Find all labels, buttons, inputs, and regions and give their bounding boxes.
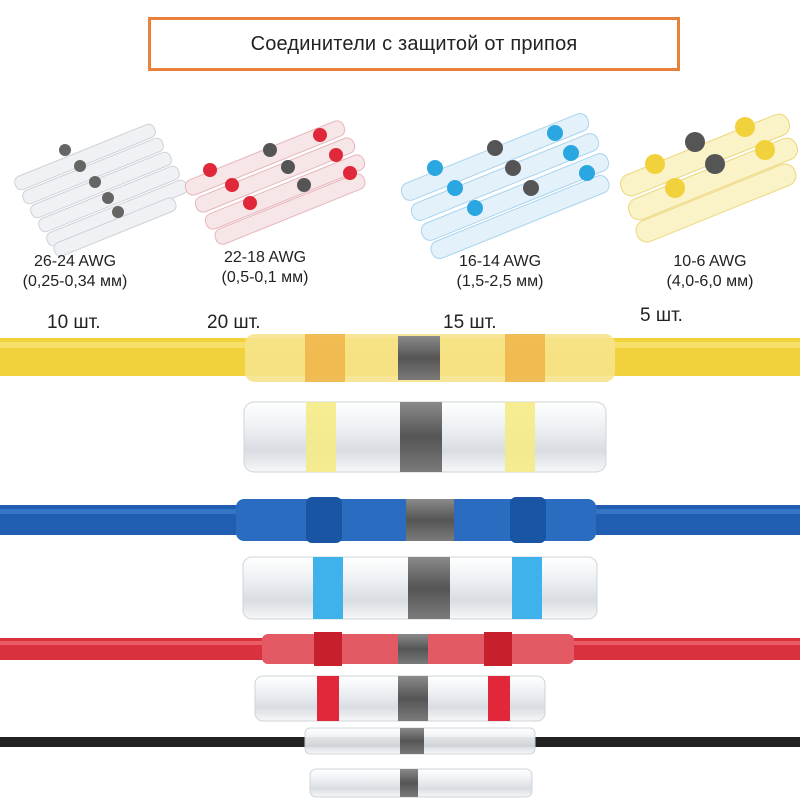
connector-red-rings (254, 675, 546, 722)
pack-3-count: 15 шт. (443, 312, 497, 333)
pack-1-awg: 26-24 AWG (33, 253, 117, 270)
title-box: Соединители с защитой от припоя (148, 17, 680, 71)
pack-3-mm: (1,5-2,5 мм) (456, 273, 544, 290)
red-wire-with-connector (0, 632, 800, 666)
pack-3-size-label: 16-14 AWG (1,5-2,5 мм) (415, 252, 585, 292)
pack-2-size-label: 22-18 AWG (0,5-0,1 мм) (180, 248, 350, 288)
pack-3-awg: 16-14 AWG (458, 253, 542, 270)
black-wire-with-connector (0, 727, 800, 755)
pack-2-awg: 22-18 AWG (223, 249, 307, 266)
pack-blue-connectors (400, 113, 610, 260)
pack-4-count: 5 шт. (640, 305, 683, 326)
pack-2-count: 20 шт. (207, 312, 261, 333)
connector-yellow-rings (243, 401, 607, 473)
pack-4-mm: (4,0-6,0 мм) (666, 273, 754, 290)
pack-1-count: 10 шт. (47, 312, 101, 333)
pack-yellow-connectors (619, 113, 799, 243)
pack-clear-connectors (14, 123, 188, 257)
pack-red-connectors (184, 120, 366, 245)
blue-wire-with-connector (0, 497, 800, 543)
pack-4-size-label: 10-6 AWG (4,0-6,0 мм) (630, 252, 790, 292)
pack-2-mm: (0,5-0,1 мм) (221, 269, 309, 286)
connector-clear-small (309, 768, 533, 798)
pack-1-size-label: 26-24 AWG (0,25-0,34 мм) (0, 252, 150, 292)
title: Соединители с защитой от припоя (250, 32, 578, 55)
yellow-wire-with-connector (0, 334, 800, 382)
pack-4-awg: 10-6 AWG (673, 253, 747, 270)
connector-blue-rings (242, 556, 598, 620)
pack-1-mm: (0,25-0,34 мм) (22, 273, 128, 290)
